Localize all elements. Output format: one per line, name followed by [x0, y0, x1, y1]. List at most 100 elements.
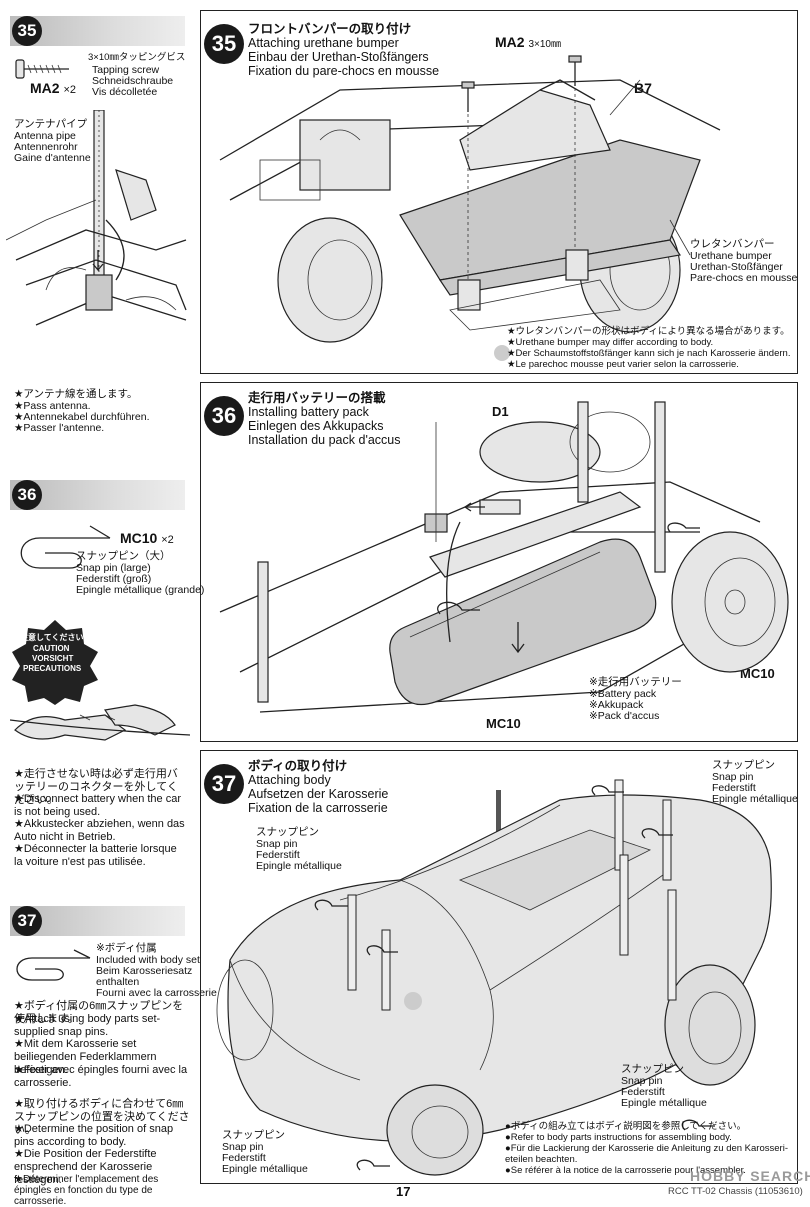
urethane-bumper-en: Urethane bumper [690, 250, 772, 262]
step-37-note3: ●Für die Lackierung der Karosserie die A… [505, 1143, 788, 1165]
urethane-bumper-fr: Pare-chocs en mousse [690, 272, 798, 284]
snap-pin-tl-jp: スナップピン [256, 826, 319, 838]
s37-note8: ★Déterminer l'emplacement des épingles e… [14, 1174, 159, 1207]
battery-pack-en: ※Battery pack [589, 688, 657, 700]
s37-note3: ★Mit dem Karosserie set beiliegenden Fed… [14, 1038, 157, 1076]
snap-pin-tr-fr: Epingle métallique [712, 793, 798, 805]
page-number: 17 [396, 1184, 411, 1199]
s36-note-en: ★Disconnect battery when the car is not … [14, 793, 181, 818]
snap-pin-br-en: Snap pin [621, 1075, 663, 1087]
snap-pin-bl-de: Federstift [222, 1152, 266, 1164]
snap-pin-large-en: Snap pin (large) [76, 562, 151, 574]
disconnect-battery-illustration [10, 704, 190, 741]
snap-pin-br-de: Federstift [621, 1086, 665, 1098]
caution-en: CAUTION [33, 644, 70, 653]
snap-pin-large-fr: Epingle métallique (grande) [76, 584, 205, 596]
step-36-title-en: Installing battery pack [248, 405, 369, 419]
s35-note-en: ★Pass antenna. [14, 400, 91, 412]
b7-callout: B7 [634, 80, 652, 96]
d1-callout: D1 [492, 404, 509, 419]
mc10-callout-left: MC10 [486, 716, 521, 731]
caution-de: VORSICHT [32, 654, 74, 663]
step-37-title-jp: ボディの取り付け [248, 759, 348, 773]
step-37-panel [200, 750, 798, 1184]
step-37-note1: ●ボディの組み立てはボディ説明図を参照してください。 [505, 1121, 747, 1132]
tapping-screw-icon [15, 59, 69, 79]
step-35-title-jp: フロントバンパーの取り付け [248, 22, 412, 36]
body-set-jp: ※ボディ付属 [96, 942, 157, 954]
s36-note-de: ★Akkustecker abziehen, wenn das Auto nic… [14, 818, 185, 843]
snap-pin-small-icon [16, 949, 91, 981]
s35-note-de: ★Antennekabel durchführen. [14, 411, 150, 423]
step-37-title-fr: Fixation de la carrosserie [248, 801, 388, 815]
battery-installation-illustration [219, 401, 789, 713]
antenna-pipe-de: Antennenrohr [14, 141, 78, 153]
screw-size-label: 3×10㎜タッピングビス [88, 52, 186, 63]
screw-fr-label: Vis décolletée [92, 86, 158, 98]
step-36-title-jp: 走行用バッテリーの搭載 [248, 391, 386, 405]
step-35-note-fr: ★Le parechoc mousse peut varier selon la… [507, 359, 739, 370]
antenna-pipe-fr: Gaine d'antenne [14, 152, 91, 164]
front-bumper-illustration [219, 55, 721, 361]
step-35-panel [200, 10, 798, 374]
s37-note5: ★取り付けるボディに合わせて6㎜スナップピンの位置を決めてください。 [14, 1098, 190, 1136]
antenna-installation-illustration [6, 110, 187, 326]
screw-de-label: Schneidschraube [92, 75, 174, 87]
s36-note-jp: ★走行させない時は必ず走行用バッテリーのコネクターを外してください。 [14, 768, 178, 806]
snap-pin-br-fr: Epingle métallique [621, 1097, 707, 1109]
snap-pin-br-jp: スナップピン [621, 1063, 684, 1075]
caution-fr: PRECAUTIONS [23, 664, 82, 673]
urethane-bumper-jp: ウレタンバンパー [690, 238, 775, 250]
step-35-note-jp: ★ウレタンバンパーの形状はボディにより異なる場合があります。 [507, 326, 790, 337]
snap-pin-tr-jp: スナップピン [712, 759, 775, 771]
watermark: HOBBY SEARCH [690, 1168, 810, 1184]
step-36-title-fr: Installation du pack d'accus [248, 433, 401, 447]
antenna-pipe-jp: アンテナパイプ [14, 118, 88, 130]
ma2-callout-size: 3×10㎜ [528, 39, 561, 50]
antenna-pipe-en: Antenna pipe [14, 130, 76, 142]
s37-note1: ★ボディ付属の6㎜スナップピンを使用します。 [14, 1000, 184, 1025]
step-36-panel [200, 382, 798, 742]
body-set-de2: enthalten [96, 976, 140, 988]
step-36-badge: 36 [12, 480, 42, 510]
s37-note4: ★Fixer avec épingles fourni avec la carr… [14, 1064, 188, 1089]
step-35-title-fr: Fixation du pare-chocs en mousse [248, 64, 440, 78]
step-37-note4: ●Se référer à la notice de la carrosseri… [505, 1165, 746, 1176]
body-attachment-illustration [216, 779, 772, 1176]
step-36-panel-badge: 36 [204, 396, 244, 436]
snap-pin-large-icon [20, 525, 111, 569]
mc10-callout-right: MC10 [740, 666, 775, 681]
s35-note-jp: ★アンテナ線を通します。 [14, 388, 138, 400]
snap-pin-tl-de: Federstift [256, 849, 300, 861]
body-set-en: Included with body set [96, 954, 200, 966]
step-35-title-en: Attaching urethane bumper [248, 36, 399, 50]
battery-pack-jp: ※走行用バッテリー [589, 676, 682, 688]
s37-note7: ★Die Position der Federstifte enspre­che… [14, 1148, 157, 1186]
ma2-callout: MA2 3×10㎜ [495, 34, 561, 53]
step-36-title-de: Einlegen des Akkupacks [248, 419, 384, 433]
battery-pack-fr: ※Pack d'accus [589, 710, 660, 722]
urethane-bumper-de: Urethan-Stoßfänger [690, 261, 783, 273]
snap-pin-tl-en: Snap pin [256, 838, 298, 850]
step-37-title-de: Aufsetzen der Karosserie [248, 787, 389, 801]
step-35-title-de: Einbau der Urethan-Stoßfängers [248, 50, 429, 64]
snap-pin-bl-fr: Epingle métallique [222, 1163, 308, 1175]
snap-pin-tl-fr: Epingle métallique [256, 860, 342, 872]
snap-pin-tr-de: Federstift [712, 782, 756, 794]
s36-note-fr: ★Déconnecter la batterie lorsque la voit… [14, 843, 177, 868]
step-35-note-en: ★Urethane bumper may differ according to… [507, 337, 714, 348]
body-set-de1: Beim Karosseriesatz [96, 965, 193, 977]
snap-pin-bl-jp: スナップピン [222, 1129, 285, 1141]
step-35-panel-badge: 35 [204, 24, 244, 64]
manual-code: RCC TT-02 Chassis (11053610) [668, 1186, 803, 1197]
caution-badge [12, 620, 98, 705]
step-37-panel-badge: 37 [204, 764, 244, 804]
screw-en-label: Tapping screw [92, 64, 160, 76]
caution-jp: 注意してください [20, 633, 84, 642]
step-35-badge: 35 [12, 16, 42, 46]
ma2-callout-code: MA2 [495, 34, 525, 50]
part-ma2-label: MA2 ×2 [30, 80, 76, 98]
s37-note2: ★Attach using body parts set-supplied sn… [14, 1013, 161, 1038]
snap-pin-bl-en: Snap pin [222, 1141, 264, 1153]
part-ma2-code: MA2 [30, 80, 60, 96]
